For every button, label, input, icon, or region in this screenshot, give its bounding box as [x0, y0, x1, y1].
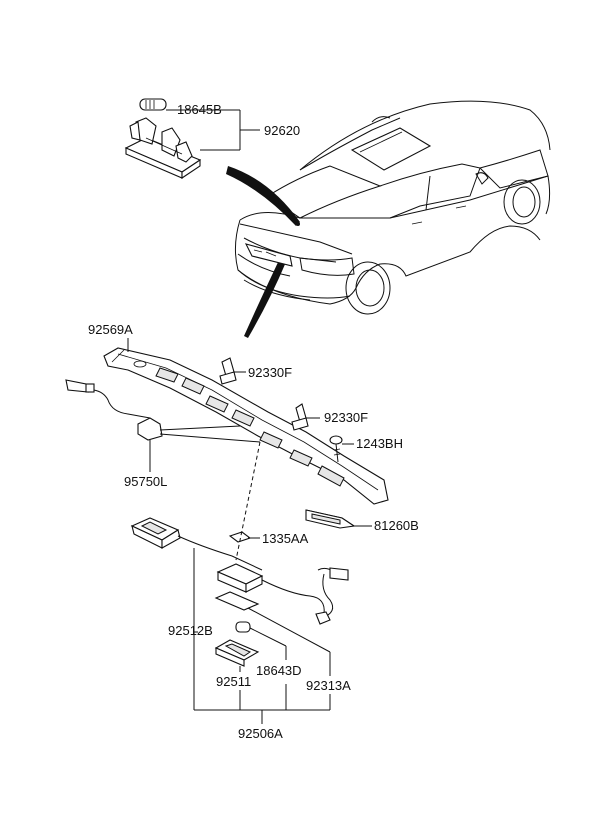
lamp-81260b: [305, 509, 372, 529]
label-92620: 92620: [264, 123, 300, 138]
wiring-harness-95750l: [65, 379, 261, 472]
bulb-18643d: [235, 621, 287, 660]
trunk-garnish-92569a: [103, 347, 389, 505]
label-92569a: 92569A: [88, 322, 133, 337]
license-lamp-assembly-top: [124, 98, 260, 180]
label-18643d: 18643D: [256, 663, 302, 678]
label-92330f-b: 92330F: [324, 410, 368, 425]
label-81260b: 81260B: [374, 518, 419, 533]
lamp-housing-92620: [124, 117, 202, 180]
license-lamp-92512b: [130, 517, 263, 571]
label-1243bh: 1243BH: [356, 436, 403, 451]
label-95750l: 95750L: [124, 474, 167, 489]
label-92313a: 92313A: [306, 678, 351, 693]
label-18645b: 18645B: [177, 102, 222, 117]
lamp-housing-lower: [216, 563, 325, 615]
clip-92330f-b: [291, 403, 320, 431]
lamp-lens-92511: [214, 639, 260, 672]
arrow-to-garnish: [244, 258, 286, 338]
label-92512b: 92512B: [168, 623, 213, 638]
bulb-18645b: [139, 98, 167, 111]
label-1335aa: 1335AA: [262, 531, 309, 546]
connector-92313a: [315, 567, 349, 625]
label-92506a: 92506A: [238, 726, 283, 741]
label-92511: 92511: [216, 674, 251, 689]
label-92330f-a: 92330F: [248, 365, 292, 380]
lens-gasket: [214, 591, 260, 611]
dashed-guide: [235, 441, 261, 561]
grommet-1335aa: [228, 531, 260, 543]
clip-92330f-a: [219, 357, 246, 385]
screw-1243bh: [329, 435, 354, 463]
car-illustration: [234, 100, 551, 315]
arrow-to-trunk-lamp: [226, 166, 300, 226]
